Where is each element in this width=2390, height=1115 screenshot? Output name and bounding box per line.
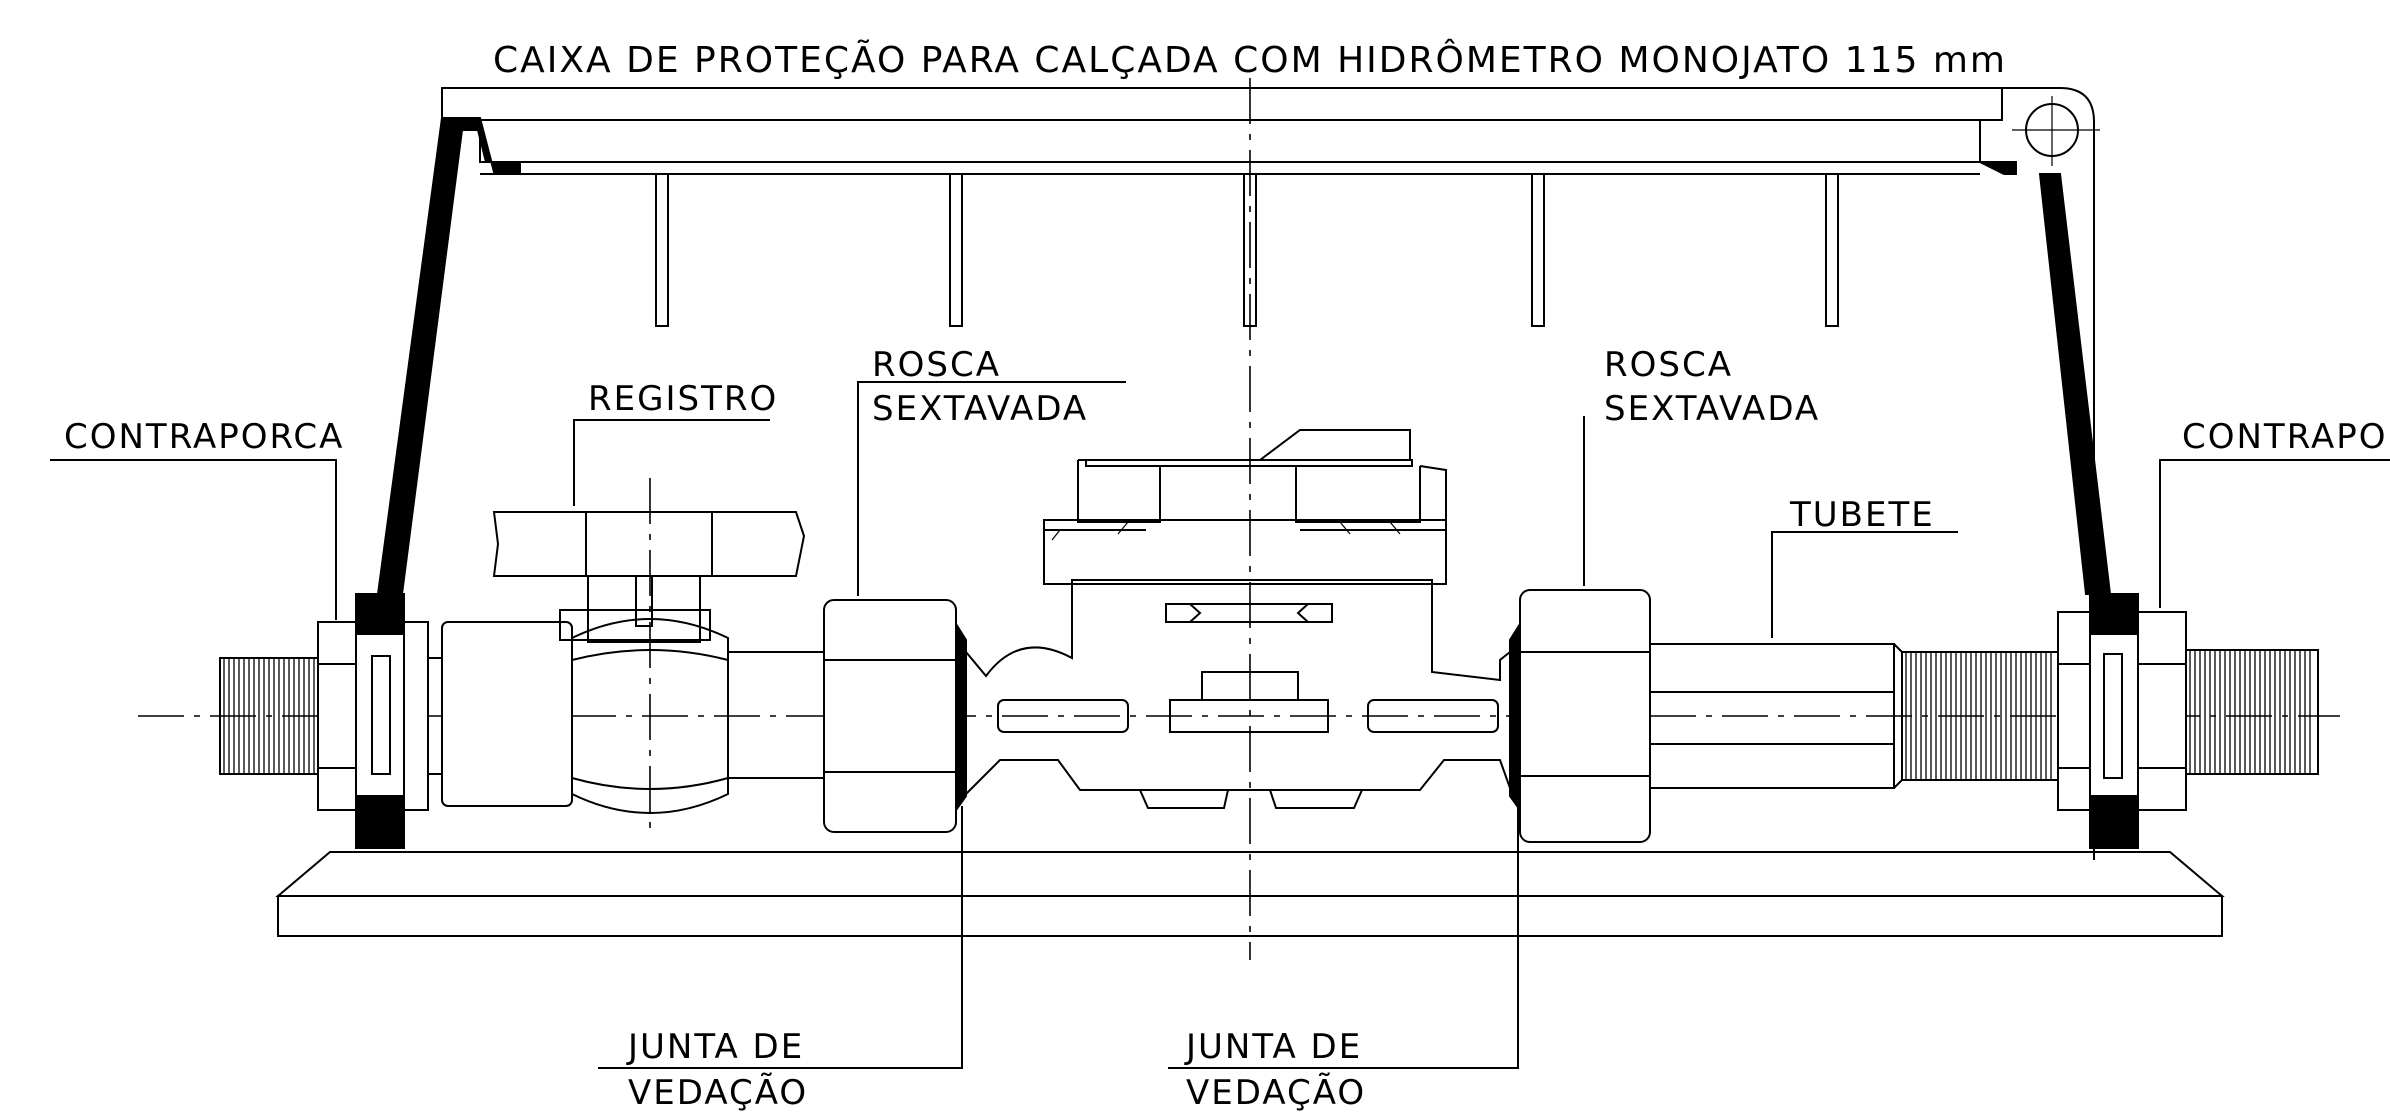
label-rosca-right-2: SEXTAVADA: [1604, 389, 1820, 429]
drawing-title: CAIXA DE PROTEÇÃO PARA CALÇADA COM HIDRÔ…: [493, 39, 2007, 81]
left-lock-nut: [317, 621, 443, 811]
left-hex-union: [823, 599, 967, 833]
box-lid: [441, 87, 2100, 860]
valve-registro: [441, 478, 825, 836]
label-rosca-left-1: ROSCA: [872, 345, 1001, 385]
label-contraporca-right: CONTRAPORCA: [2182, 417, 2390, 457]
left-threaded-pipe: [219, 657, 321, 775]
right-hex-union: [1509, 589, 1651, 843]
label-junta-left-1: JUNTA DE: [626, 1027, 804, 1067]
leader-lines: [50, 381, 2390, 1069]
label-junta-right-1: JUNTA DE: [1184, 1027, 1362, 1067]
label-junta-left-2: VEDAÇÃO: [628, 1073, 808, 1113]
water-meter: [965, 429, 1511, 809]
label-junta-right-2: VEDAÇÃO: [1186, 1073, 1366, 1113]
right-threaded-pipe: [1901, 649, 2319, 781]
label-contraporca-left: CONTRAPORCA: [64, 417, 344, 457]
tubete: [1649, 643, 1903, 789]
base-slab: [275, 851, 2225, 937]
label-rosca-left-2: SEXTAVADA: [872, 389, 1088, 429]
label-tubete: TUBETE: [1789, 495, 1935, 535]
label-registro: REGISTRO: [588, 379, 778, 419]
right-lock-nut: [2057, 611, 2187, 811]
box-walls: [355, 117, 2139, 849]
label-rosca-right-1: ROSCA: [1604, 345, 1733, 385]
